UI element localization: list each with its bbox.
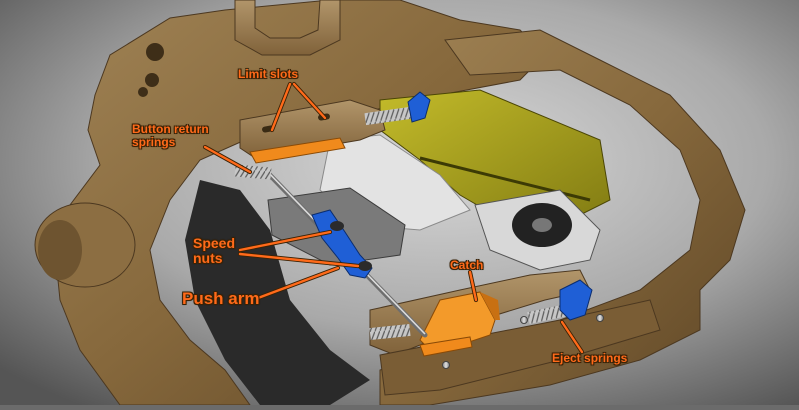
label-push-arm: Push arm — [182, 289, 260, 308]
screw — [596, 314, 604, 322]
lower-orange-bar — [419, 336, 473, 357]
leader-lines — [202, 81, 585, 355]
eject-spring — [527, 303, 569, 325]
mount-hole — [145, 73, 159, 87]
lower-left-spring — [369, 323, 411, 341]
speed-nut — [358, 261, 372, 271]
upper-orange-bar — [249, 137, 346, 164]
label-button-return-springs: Button return springs — [132, 123, 209, 149]
label-button-return-springs-line2: springs — [132, 134, 176, 149]
label-limit-slots: Limit slots — [238, 67, 299, 81]
label-catch: Catch — [450, 258, 484, 272]
speed-nut — [330, 221, 344, 231]
mount-hole — [146, 43, 164, 61]
screw — [442, 361, 450, 369]
blue-bracket-top — [407, 91, 431, 123]
screw — [520, 316, 528, 324]
blue-bracket-eject — [559, 279, 593, 321]
label-button-return-springs-line1: Button return — [132, 122, 209, 136]
push-arm — [311, 209, 373, 279]
label-eject-springs: Eject springs — [552, 351, 628, 365]
label-speed-nuts: Speed nuts — [193, 235, 236, 267]
upper-spring — [364, 106, 412, 126]
label-speed-nuts-line1: Speed — [193, 235, 236, 251]
label-speed-nuts-line2: nuts — [193, 250, 223, 267]
mount-hole — [138, 87, 148, 97]
top-bracket — [234, 0, 341, 56]
